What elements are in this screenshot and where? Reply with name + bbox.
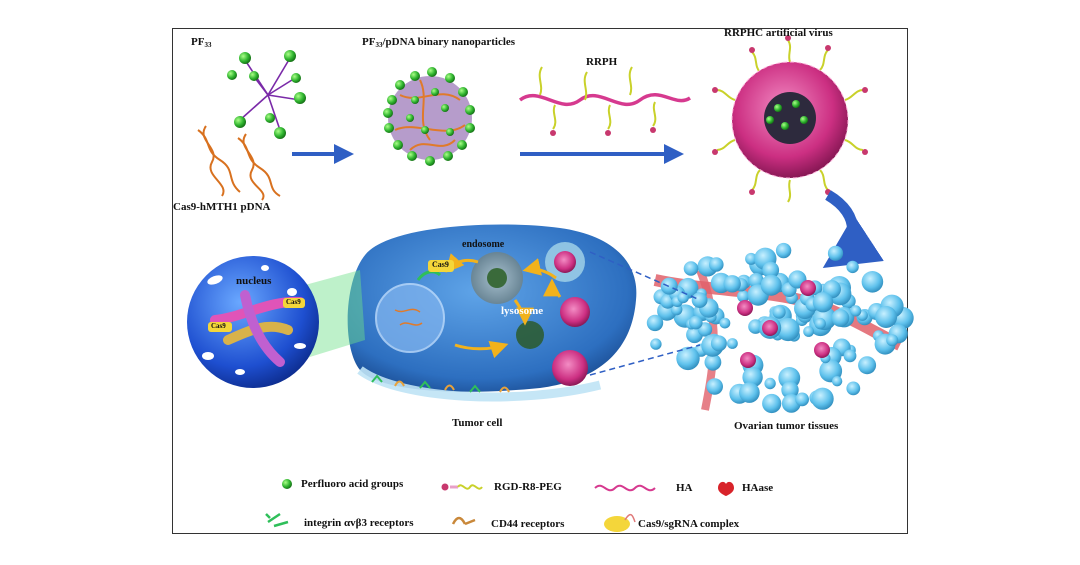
tissue-cell-blob (670, 303, 683, 316)
label-rrph: RRPH (586, 56, 618, 68)
tissue-cell-blob (812, 292, 834, 313)
legend-integrin-icon (265, 512, 289, 528)
legend-haase-label: HAase (742, 482, 774, 494)
tissue-cell-blob (646, 314, 664, 332)
tissue-cell-blob (827, 245, 844, 261)
legend-rgd-icon (441, 483, 483, 491)
tissue-cell-blob (843, 349, 857, 363)
tissue-cell-blob (858, 356, 877, 375)
label-endosome: endosome (462, 239, 505, 250)
tissue-cell-blob (737, 290, 750, 303)
pf33-polymer-graphic (227, 50, 306, 139)
tissue-cell-blob (723, 275, 741, 293)
label-cas9-tag: Cas9 (432, 260, 449, 269)
tissue-cell-blob (689, 315, 703, 330)
tissue-cell-blob (742, 367, 763, 388)
label-rrphc: RRPHC artificial virus (724, 27, 833, 39)
tissue-cell-blob (846, 260, 859, 274)
legend-cas9-icon (604, 513, 636, 532)
label-binary-nanoparticles: PF33/pDNA binary nanoparticles (362, 36, 516, 49)
label-pf33: PF33 (191, 36, 212, 49)
tissue-cell-blob (704, 353, 722, 371)
legend-haase-icon (718, 481, 734, 496)
label-cas9-pdna: Cas9-hMTH1 pDNA (173, 201, 271, 213)
tissue-cell-blob (861, 271, 884, 293)
tissue-cell-blob (762, 393, 782, 414)
tissue-cell-blob (846, 381, 861, 396)
legend-cd44-label: CD44 receptors (491, 518, 565, 530)
legend-rgd-label: RGD-R8-PEG (494, 481, 562, 493)
tissue-cell-blob (650, 338, 662, 350)
tissue-cell-blob (772, 305, 786, 319)
tissue-cell-blob (811, 387, 834, 410)
tissue-cell-blob (803, 326, 814, 337)
tissue-cell-blob (850, 305, 862, 317)
legend-ha-label: HA (676, 482, 693, 494)
tissue-cell-blob (676, 346, 700, 371)
tissue-cell-blob (691, 292, 708, 308)
nucleus-zoom-graphic (187, 256, 319, 388)
tissue-cell-blob (727, 338, 738, 349)
legend-ha-icon (594, 484, 656, 492)
tissue-cell-blob (706, 378, 723, 395)
tissue-cell-blob (831, 376, 843, 387)
label-lysosome: lysosome (501, 305, 544, 317)
tumor-cell-graphic (347, 224, 637, 402)
tissue-cell-blob (683, 261, 699, 276)
label-ovarian-tissues: Ovarian tumor tissues (734, 420, 839, 432)
tissue-zoom-lines (589, 251, 701, 376)
tissue-cell-blob (831, 309, 850, 327)
label-nucleus: nucleus (236, 275, 272, 287)
legend-perfluoro-icon (282, 479, 292, 489)
binary-nanoparticle-graphic (383, 67, 475, 166)
label-tumor-cell: Tumor cell (452, 417, 503, 429)
tissue-cell-blob (709, 257, 724, 272)
tissue-cell-blob (781, 381, 799, 399)
tissue-cell-blob (795, 392, 809, 407)
label-nucleus-cas9-a: Cas9 (211, 322, 226, 330)
legend-symbols (265, 479, 734, 532)
tissue-cell-blob (660, 277, 678, 295)
tissue-cell-blob (776, 317, 800, 342)
tissue-cell-blob (814, 317, 826, 330)
tissue-cell-blob (775, 242, 792, 259)
tissue-cell-blob (760, 274, 782, 296)
tissue-cell-blob (719, 317, 731, 329)
tissue-cell-blob (710, 335, 727, 352)
tissue-cell-blob (677, 291, 689, 304)
legend-perfluoro-label: Perfluoro acid groups (301, 478, 404, 490)
tissue-cell-blob (886, 334, 899, 347)
tissue-cell-blob (764, 377, 776, 390)
pdna-helix-graphic (197, 125, 281, 201)
legend-integrin-label: integrin αvβ3 receptors (304, 517, 414, 529)
rrph-graphic (518, 66, 691, 136)
tissue-cell-blob (875, 306, 898, 328)
tissue-cell-blob (739, 382, 760, 403)
legend-cas9-sgrna-label: Cas9/sgRNA complex (638, 518, 740, 530)
tissue-cell-blob (762, 261, 780, 279)
rrphc-virus-graphic (712, 35, 868, 203)
label-nucleus-cas9-b: Cas9 (286, 298, 301, 306)
ovarian-tissue-graphic (646, 242, 914, 414)
tissue-cell-blob (745, 252, 758, 265)
legend-cd44-icon (451, 516, 476, 526)
